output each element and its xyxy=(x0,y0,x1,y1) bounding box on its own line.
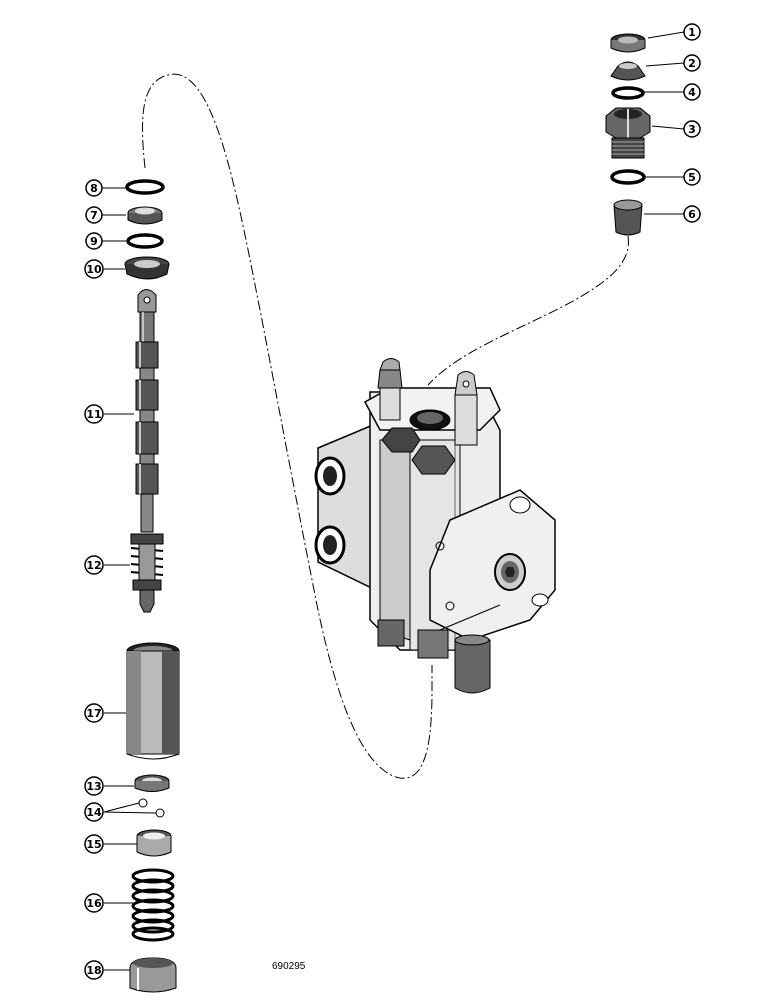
part-5-o-ring xyxy=(610,169,646,185)
part-10-seal xyxy=(124,256,170,280)
part-14-balls xyxy=(138,798,165,818)
callout-18: 18 xyxy=(84,960,104,980)
callout-16: 16 xyxy=(84,893,104,913)
part-13-ring xyxy=(134,774,170,792)
svg-text:6: 6 xyxy=(688,208,696,221)
svg-text:18: 18 xyxy=(86,964,101,977)
part-15-cup xyxy=(136,829,172,857)
callout-17: 17 xyxy=(84,703,104,723)
part-18-end-cap xyxy=(129,957,177,993)
svg-text:15: 15 xyxy=(86,838,101,851)
assembly-path-left xyxy=(141,73,433,779)
callout-14: 14 xyxy=(84,802,104,822)
svg-text:11: 11 xyxy=(86,408,101,421)
part-11-spool xyxy=(135,289,159,533)
valve-body xyxy=(314,358,556,694)
part-7-washer xyxy=(127,206,163,225)
svg-text:12: 12 xyxy=(86,559,101,572)
assembly-path-right xyxy=(427,235,629,386)
callout-1: 1 xyxy=(683,23,701,41)
part-1-cap xyxy=(610,33,646,53)
part-12-retainer-assembly xyxy=(130,533,164,613)
drawing-number: 690295 xyxy=(272,961,306,972)
part-17-sleeve xyxy=(126,642,180,760)
svg-text:14: 14 xyxy=(86,806,102,819)
svg-text:17: 17 xyxy=(86,707,101,720)
part-16-spring xyxy=(131,868,175,942)
callout-8: 8 xyxy=(85,179,103,197)
callout-4: 4 xyxy=(683,83,701,101)
callout-15: 15 xyxy=(84,834,104,854)
part-4-o-ring xyxy=(611,86,645,100)
svg-text:9: 9 xyxy=(90,235,98,248)
part-6-plug xyxy=(613,199,643,236)
callout-13: 13 xyxy=(84,776,104,796)
callout-6: 6 xyxy=(683,205,701,223)
callout-9: 9 xyxy=(85,232,103,250)
part-8-o-ring xyxy=(125,179,165,195)
part-9-o-ring xyxy=(126,233,164,249)
svg-text:13: 13 xyxy=(86,780,101,793)
svg-text:8: 8 xyxy=(90,182,98,195)
callout-5: 5 xyxy=(683,168,701,186)
svg-text:7: 7 xyxy=(90,209,98,222)
callout-7: 7 xyxy=(85,206,103,224)
svg-text:1: 1 xyxy=(688,26,696,39)
callout-2: 2 xyxy=(683,54,701,72)
svg-text:2: 2 xyxy=(688,57,696,70)
part-2-seat xyxy=(610,61,646,81)
part-3-fitting xyxy=(605,107,651,159)
callout-10: 10 xyxy=(84,259,104,279)
callout-12: 12 xyxy=(84,555,104,575)
svg-text:5: 5 xyxy=(688,171,696,184)
svg-text:16: 16 xyxy=(86,897,102,910)
callout-11: 11 xyxy=(84,404,104,424)
svg-text:10: 10 xyxy=(86,263,102,276)
callout-3: 3 xyxy=(683,120,701,138)
leader-lines xyxy=(102,31,685,971)
svg-text:4: 4 xyxy=(688,86,696,99)
svg-text:3: 3 xyxy=(688,123,696,136)
